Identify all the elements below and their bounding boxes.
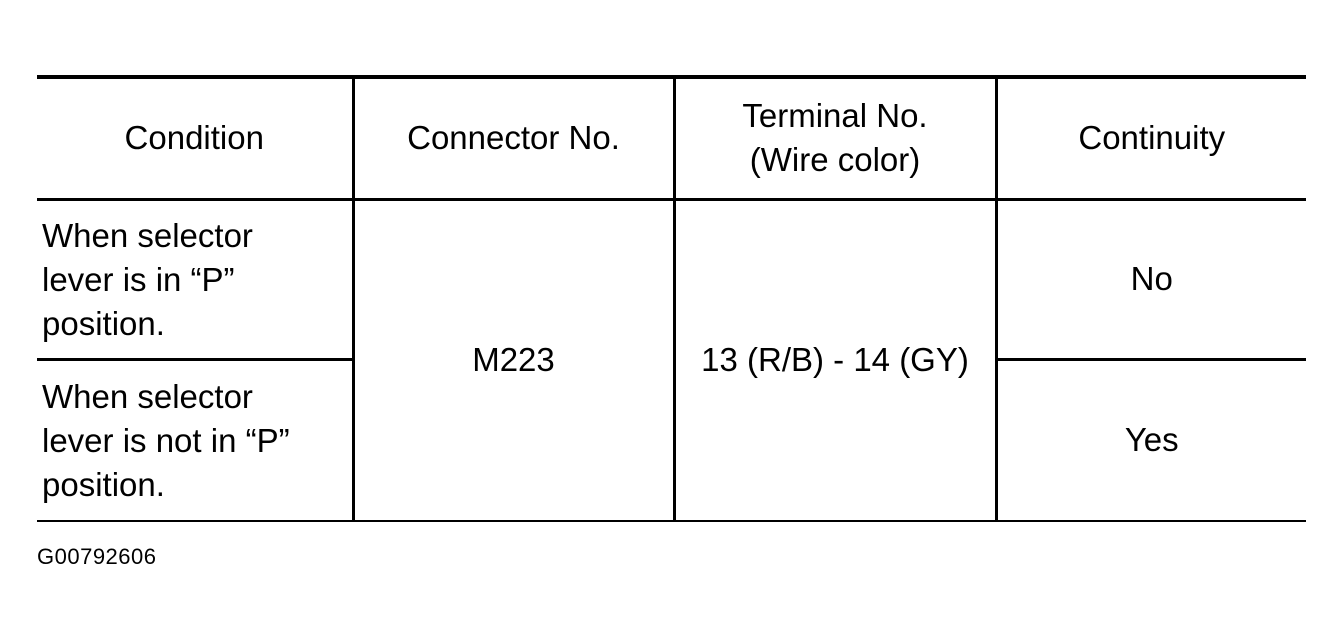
header-terminal-no: Terminal No. (Wire color): [672, 75, 996, 201]
condition-line: lever is in “P”: [42, 261, 235, 298]
continuity-cell-no: No: [994, 199, 1306, 361]
condition-cell-p: When selector lever is in “P” position.: [37, 199, 353, 361]
table-row: When selector lever is in “P” position. …: [37, 199, 1306, 522]
condition-line: position.: [42, 466, 165, 504]
terminal-cell: 13 (R/B) - 14 (GY): [672, 199, 996, 522]
condition-line: When selector: [42, 217, 253, 254]
connector-cell: M223: [351, 199, 674, 522]
figure-id: G00792606: [37, 544, 157, 569]
condition-line: lever is not in “P”: [42, 422, 290, 460]
condition-line: When selector: [42, 378, 253, 416]
header-connector-no: Connector No.: [351, 75, 674, 201]
table-header-row: Condition Connector No. Terminal No. (Wi…: [37, 75, 1306, 201]
continuity-cell-yes: Yes: [994, 359, 1306, 522]
condition-line: position.: [42, 305, 165, 342]
header-condition: Condition: [37, 75, 353, 201]
header-terminal-line1: Terminal No.: [742, 97, 928, 135]
header-terminal-line2: (Wire color): [749, 141, 921, 179]
continuity-spec-table: Condition Connector No. Terminal No. (Wi…: [37, 75, 1306, 522]
condition-cell-not-p: When selector lever is not in “P” positi…: [37, 359, 353, 522]
header-continuity: Continuity: [994, 75, 1306, 201]
table-row: When selector lever is not in “P” positi…: [37, 359, 1306, 522]
